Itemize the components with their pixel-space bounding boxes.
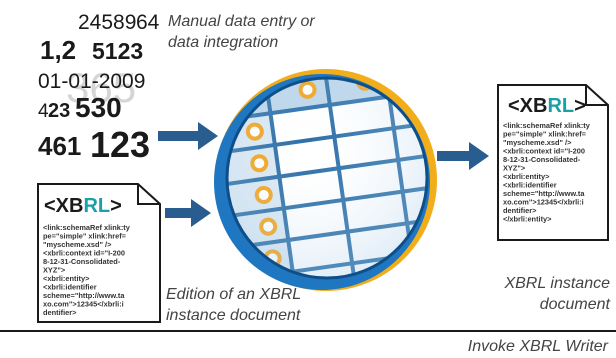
- right-arrow-icon: [165, 199, 211, 227]
- xbrl-doc-left-line: 8-12-31-Consolidated-: [43, 257, 121, 266]
- xbrl-doc-right-line: scheme="http://www.ta: [503, 189, 585, 198]
- xbrl-doc-right-title: <XBRL>: [508, 95, 586, 117]
- digits-1b: 64: [136, 11, 160, 34]
- xbrl-doc-right-line: <link:schemaRef xlink:ty: [503, 121, 591, 130]
- xbrl-doc-right-line: xo.com">12345</xbrli:i: [503, 198, 584, 207]
- digits-5a: 461: [38, 131, 81, 161]
- caption-manual-entry-line2: data integration: [168, 34, 279, 51]
- caption-output-line2: document: [539, 296, 610, 313]
- xbrl-doc-left-line: <xbrli:context id="I-200: [43, 249, 125, 258]
- xbrl-doc-left-line: XYZ">: [43, 266, 66, 275]
- xbrl-doc-left-line: <xbrli:entity>: [43, 274, 90, 283]
- digits-1a: 24589: [78, 11, 136, 34]
- caption-edition-line2: instance document: [166, 307, 301, 324]
- right-arrow-icon: [437, 142, 489, 170]
- digits-5b: 123: [90, 124, 150, 165]
- xbrl-doc-left: <XBRL> <link:schemaRef xlink:ty pe="simp…: [37, 183, 161, 323]
- xbrl-doc-right-line: pe="simple" xlink:href=: [503, 130, 587, 139]
- xbrl-doc-left-line: pe="simple" xlink:href=: [43, 232, 127, 241]
- caption-edition: Edition of an XBRL instance document: [166, 284, 301, 326]
- xbrl-doc-left-line: "myscheme.xsd" />: [43, 240, 112, 249]
- xbrl-doc-right-line: XYZ">: [503, 164, 526, 173]
- right-arrow-icon: [158, 122, 218, 150]
- caption-manual-entry-line1: Manual data entry or: [168, 13, 315, 30]
- magnifier-table-icon: [214, 69, 437, 291]
- xbrl-doc-right-line: 8-12-31-Consolidated-: [503, 155, 581, 164]
- caption-invoke: Invoke XBRL Writer: [467, 338, 608, 355]
- xbrl-doc-right-line: "myscheme.xsd" />: [503, 138, 572, 147]
- xbrl-doc-right: <XBRL> <link:schemaRef xlink:ty pe="simp…: [497, 84, 609, 241]
- xbrl-doc-right-line: <xbrli:entity>: [503, 172, 550, 181]
- xbrl-doc-left-line: <xbrli:identifier: [43, 283, 97, 292]
- digits-4c: 530: [75, 92, 122, 123]
- caption-output-line1: XBRL instance: [504, 275, 610, 292]
- digits-2b: 5123: [92, 38, 143, 64]
- xbrl-doc-right-line: </xbrli:entity>: [503, 215, 552, 224]
- digits-2a: 1,2: [40, 35, 76, 65]
- xbrl-doc-left-line: xo.com">12345</xbrli:i: [43, 300, 124, 309]
- digits-4a: 4: [38, 101, 49, 122]
- xbrl-doc-left-line: <link:schemaRef xlink:ty: [43, 223, 131, 232]
- caption-edition-line1: Edition of an XBRL: [166, 286, 302, 303]
- number-stack-icon: 365 24589 64 1,2 5123 01-01-2009 4 23 53…: [38, 11, 160, 165]
- digits-ghost: 365: [66, 64, 136, 111]
- xbrl-doc-right-line: <xbrli:identifier: [503, 181, 557, 190]
- xbrl-doc-right-line: <xbrli:context id="I-200: [503, 147, 585, 156]
- xbrl-doc-left-line: dentifier>: [43, 308, 77, 317]
- xbrl-doc-left-line: scheme="http://www.ta: [43, 291, 125, 300]
- xbrl-doc-left-title: <XBRL>: [44, 195, 122, 217]
- digits-3: 01-01-2009: [38, 70, 145, 93]
- caption-output: XBRL instance document: [500, 273, 610, 315]
- xbrl-doc-right-line: dentifier>: [503, 206, 537, 215]
- digits-4b: 23: [48, 100, 70, 122]
- caption-manual-entry: Manual data entry or data integration: [168, 11, 315, 53]
